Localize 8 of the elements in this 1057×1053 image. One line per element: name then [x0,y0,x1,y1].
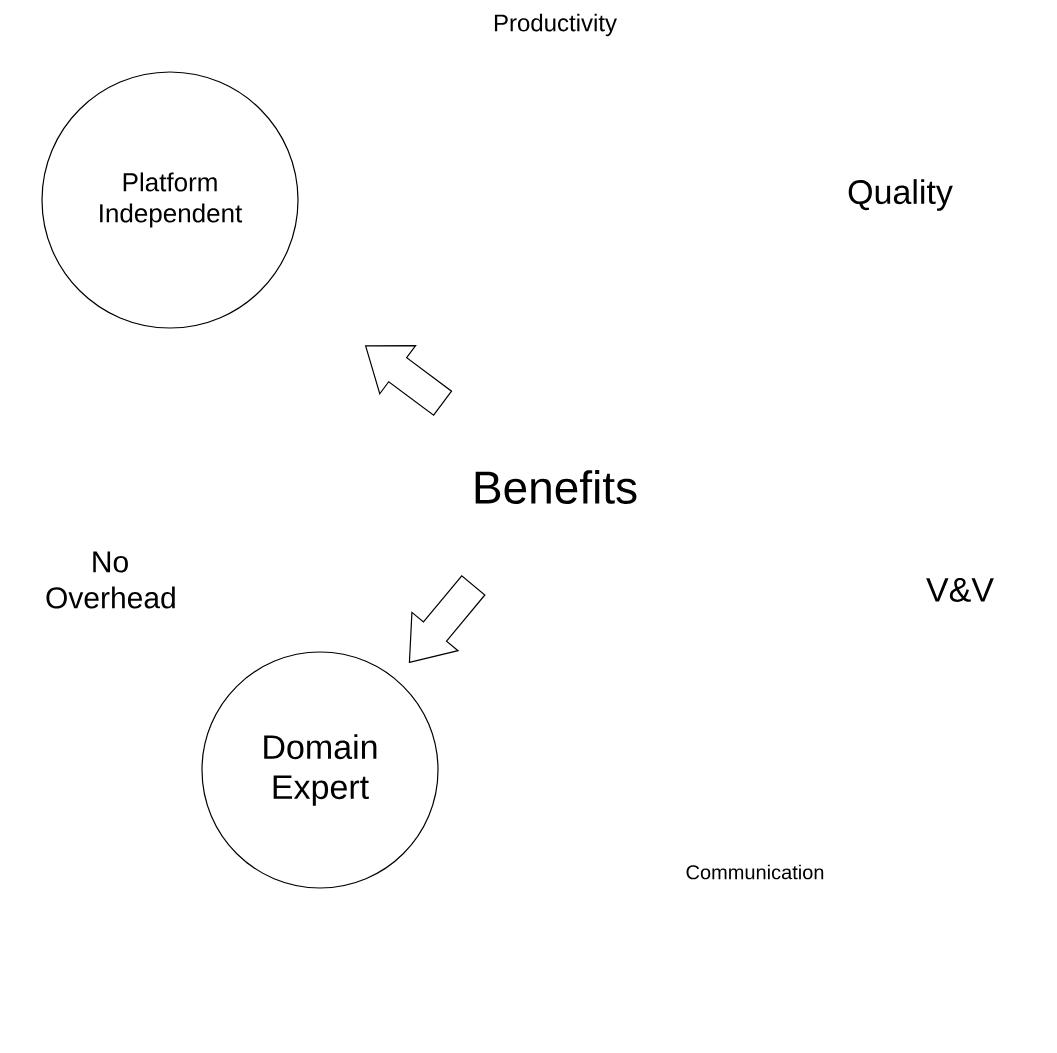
label-text: Quality [848,179,953,211]
heading-text: Benefits [475,470,637,504]
circle-node: Domain Expert [201,651,439,889]
label-text: Communication [686,864,824,880]
label-text: No Overhead [46,551,175,609]
label-text: V&V [926,578,994,602]
circle-node: Platform Independent [41,71,299,329]
label-text: Productivity [494,13,617,37]
